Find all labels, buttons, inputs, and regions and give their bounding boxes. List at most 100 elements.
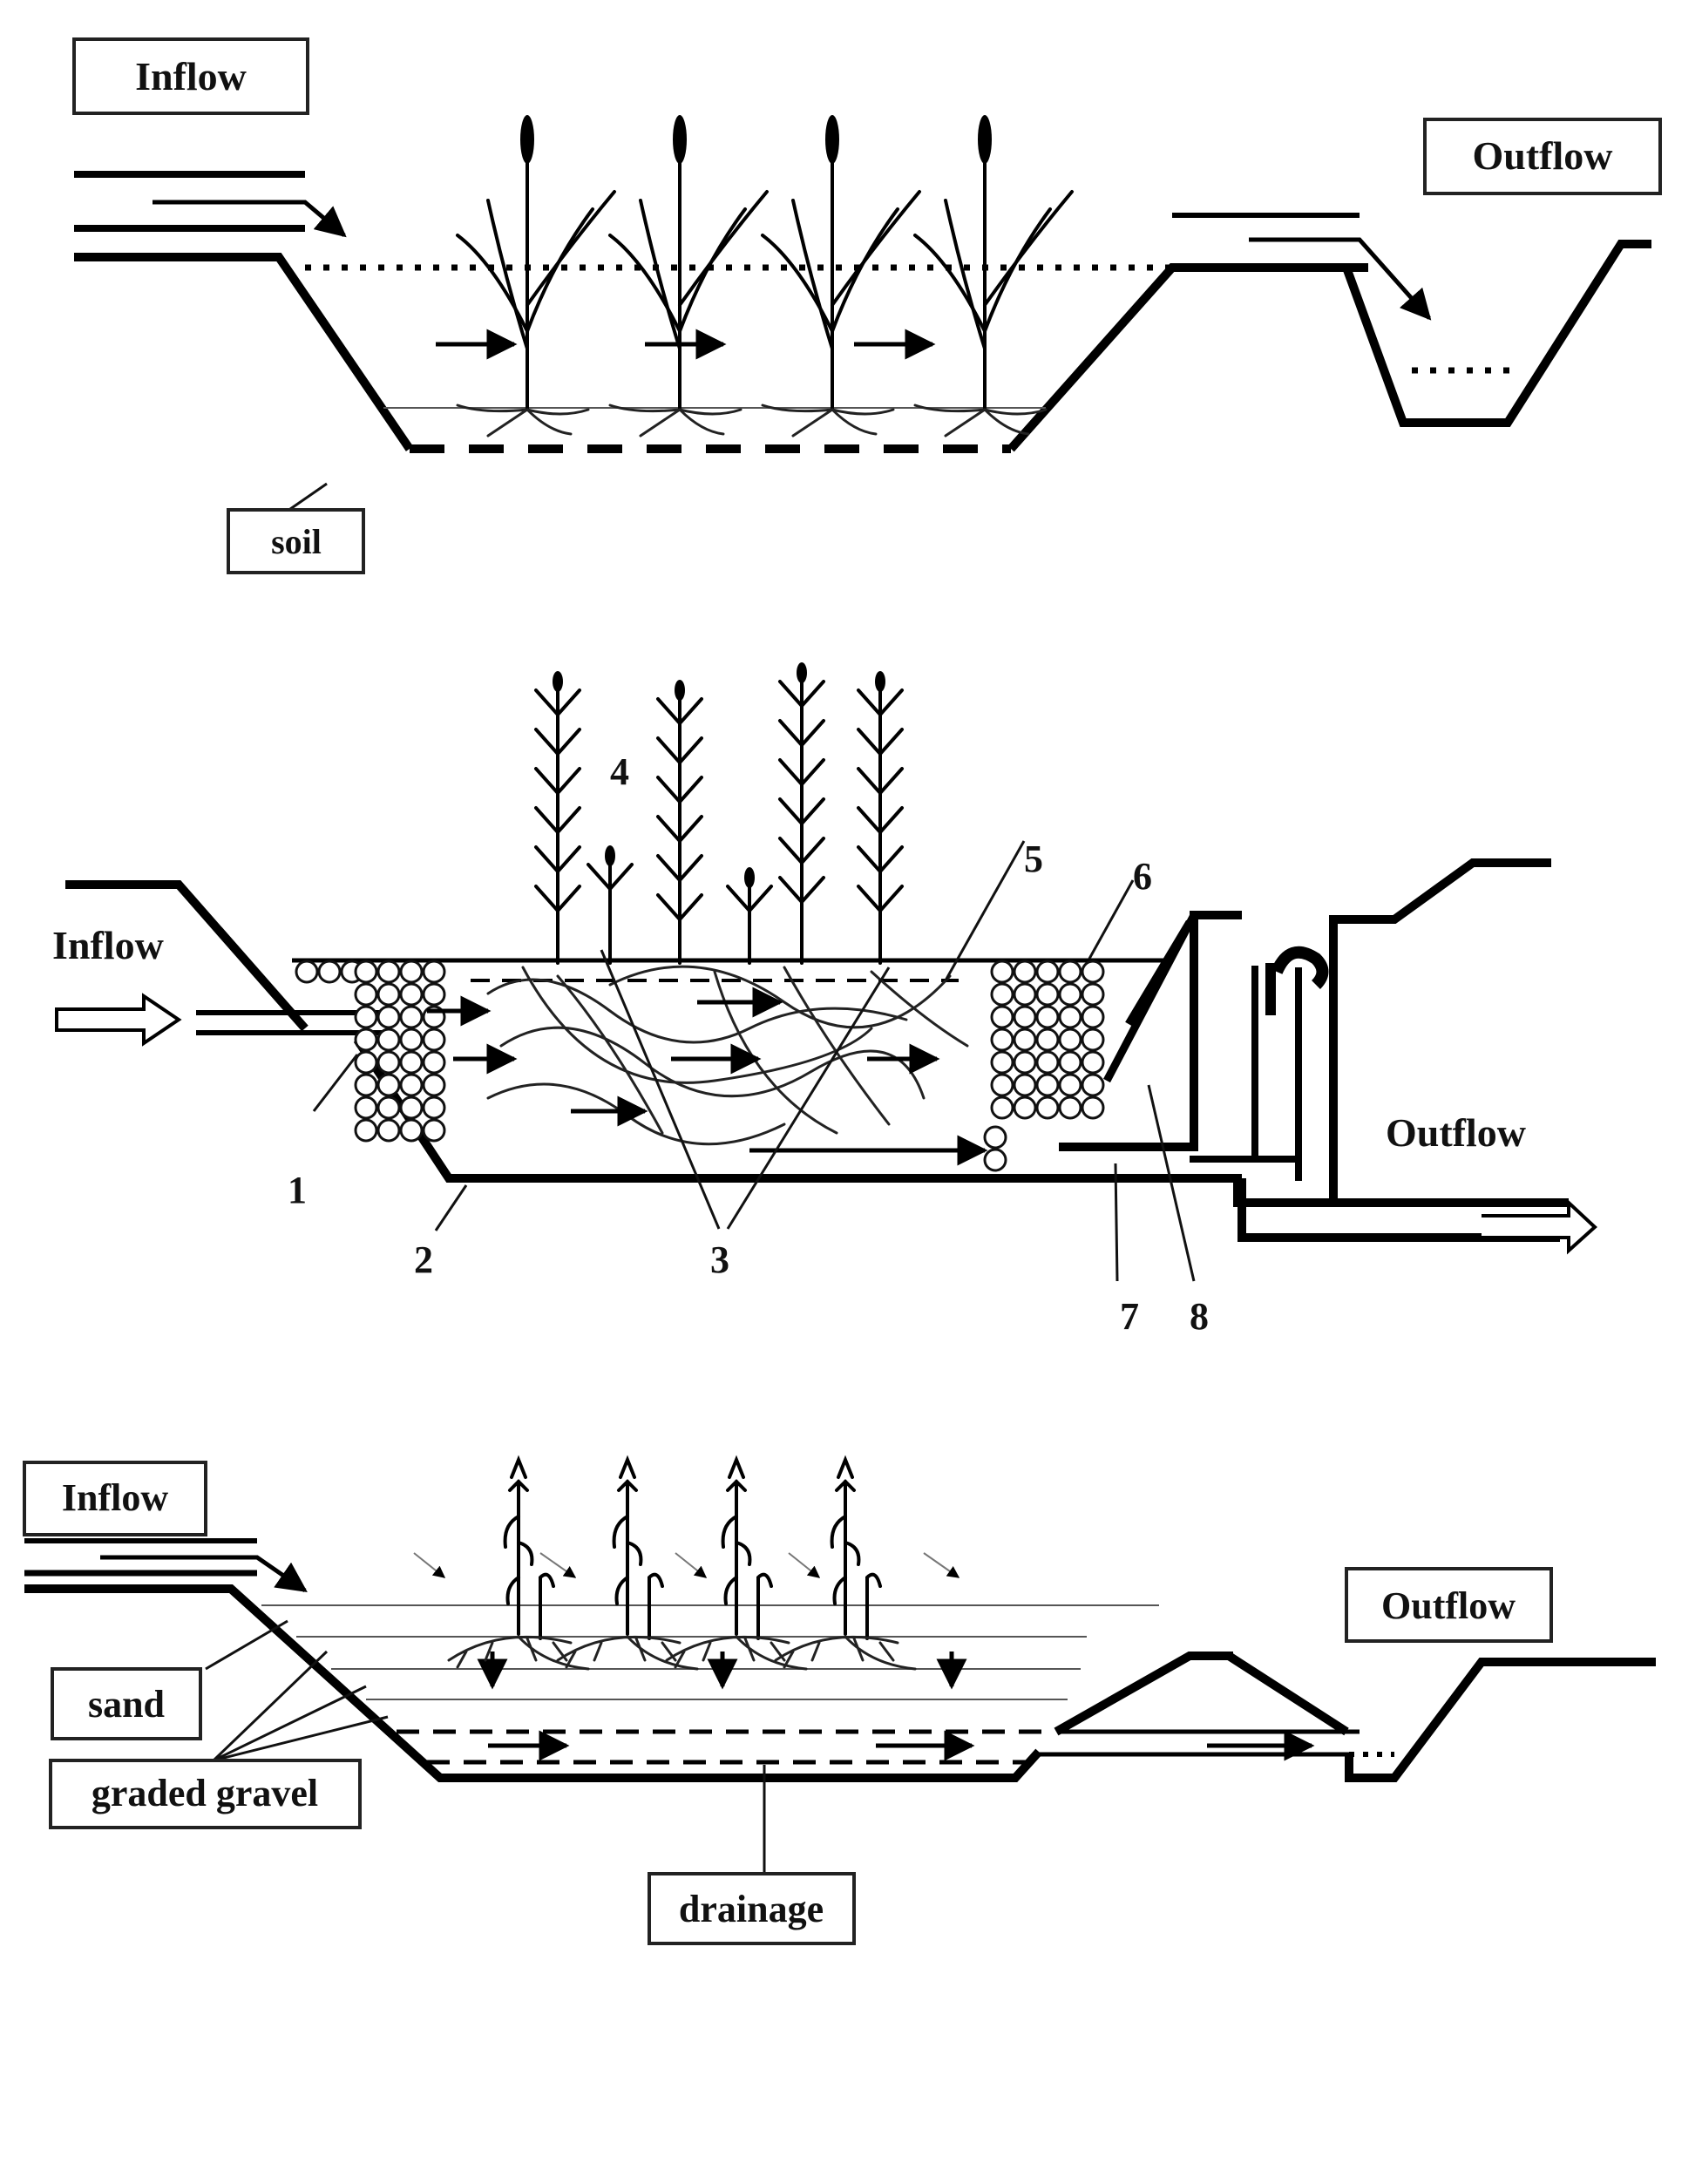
pebble (1058, 960, 1082, 984)
pebble (1081, 1095, 1105, 1120)
pebble (422, 960, 446, 984)
pebble (1013, 960, 1037, 984)
sand-label: sand (88, 1683, 165, 1726)
reed-plant (534, 671, 581, 965)
pebble (1013, 1028, 1037, 1052)
reed-plant (665, 1455, 808, 1671)
pebble (1035, 960, 1060, 984)
panel-horizontal-subsurface-flow: Inflow Outflow (52, 662, 1597, 1338)
root (499, 1026, 926, 1100)
panel-vertical-flow: Inflow Outflow (23, 1455, 1656, 1945)
cattail-plant (913, 115, 1074, 437)
inflow-label-2: Inflow (52, 923, 164, 967)
pebble (399, 1028, 424, 1052)
reed-plant (726, 867, 773, 965)
hssf-flow-arrows (427, 987, 988, 1166)
vf-flow-arrows (413, 1552, 1315, 1761)
pebble (399, 1095, 424, 1120)
pebble (1035, 1095, 1060, 1120)
callout-5: 5 (1024, 838, 1043, 880)
pebble (376, 1118, 401, 1143)
pebble (983, 1148, 1007, 1172)
pebble (1013, 1073, 1037, 1097)
reed-plant (774, 1455, 917, 1671)
pebble (399, 960, 424, 984)
pebble (1035, 1050, 1060, 1075)
inflow-label-box-3: Inflow (23, 1461, 207, 1536)
reed-plant (857, 671, 904, 965)
pebble (990, 1005, 1014, 1029)
gravel-pebbles (295, 960, 1105, 1172)
pebble (354, 1095, 378, 1120)
pebble (422, 1073, 446, 1097)
panel-surface-flow: Inflow Outflow soil (72, 37, 1662, 574)
cattail-plant (456, 115, 616, 437)
pebble (354, 960, 378, 984)
pebble (354, 1050, 378, 1075)
outflow-label-box: Outflow (1423, 118, 1662, 195)
soil-label-box: soil (227, 508, 365, 574)
outflow-arrow-icon (1482, 1198, 1597, 1255)
pebble (376, 1073, 401, 1097)
pebble (1035, 1073, 1060, 1097)
callout-8: 8 (1190, 1295, 1209, 1338)
pebble (990, 1073, 1014, 1097)
pebble (1058, 1005, 1082, 1029)
pebble (990, 982, 1014, 1007)
inflow-stream (74, 171, 347, 238)
drainage-label-box: drainage (648, 1872, 856, 1945)
pebble (399, 982, 424, 1007)
cattail-plant (608, 115, 769, 437)
pebble (990, 1095, 1014, 1120)
callout-3: 3 (710, 1238, 729, 1281)
inflow-arrow-icon (55, 993, 182, 1047)
pebble (354, 1118, 378, 1143)
pebble (422, 1028, 446, 1052)
pebble (983, 1125, 1007, 1150)
vf-plants (447, 1455, 917, 1671)
root (783, 966, 891, 1126)
gravel-leaders (212, 1650, 389, 1762)
outflow-label-2: Outflow (1386, 1110, 1526, 1155)
pebble (1035, 1005, 1060, 1029)
reed-plant (656, 680, 703, 965)
inflow-stream-3 (24, 1538, 308, 1593)
pebble (399, 1005, 424, 1029)
pebble (376, 1005, 401, 1029)
pebble (1081, 1050, 1105, 1075)
pebble (1013, 1095, 1037, 1120)
pebble (317, 960, 342, 984)
outflow-label-3: Outflow (1381, 1584, 1516, 1627)
pebble (1081, 960, 1105, 984)
sand-label-box: sand (51, 1667, 202, 1740)
pebble (399, 1118, 424, 1143)
pebble (422, 1118, 446, 1143)
reed-plants (534, 662, 904, 965)
pebble (376, 1050, 401, 1075)
cattail-plants (456, 115, 1074, 437)
pebble (990, 1050, 1014, 1075)
siphon-pipe (1271, 946, 1329, 989)
reed-plant (556, 1455, 699, 1671)
pebble (990, 1028, 1014, 1052)
pebble (354, 1005, 378, 1029)
vf-berm (1054, 1652, 1349, 1736)
outlet-structure (1059, 911, 1242, 1151)
graded-gravel-label: graded gravel (92, 1772, 318, 1814)
pebble (1058, 1050, 1082, 1075)
graded-gravel-label-box: graded gravel (49, 1759, 362, 1829)
pebble (1081, 982, 1105, 1007)
pebble (1013, 1050, 1037, 1075)
pebble (399, 1073, 424, 1097)
pebble (422, 1095, 446, 1120)
pebble (1058, 1095, 1082, 1120)
pebble (1035, 982, 1060, 1007)
callout-4: 4 (610, 750, 629, 793)
pebble (354, 1028, 378, 1052)
pebble (354, 1073, 378, 1097)
pebble (354, 982, 378, 1007)
vf-basin-wall (24, 1584, 1042, 1782)
reed-plant (447, 1455, 590, 1671)
callout-7: 7 (1120, 1295, 1139, 1338)
